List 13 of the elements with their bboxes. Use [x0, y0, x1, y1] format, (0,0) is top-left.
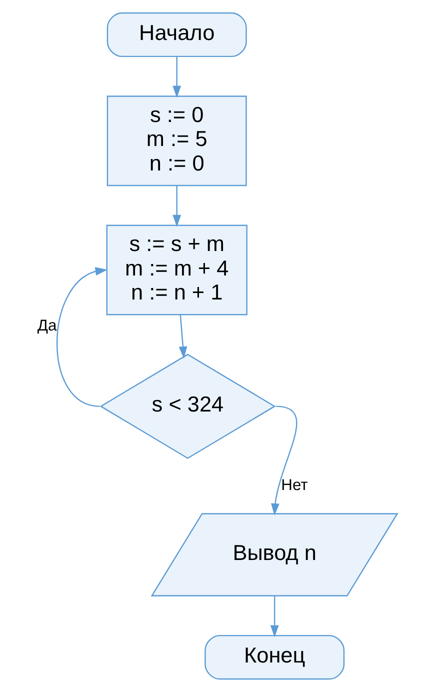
arrow [178, 314, 187, 359]
edge-label: Да [36, 318, 56, 335]
node-diamond: s < 324 [99, 354, 276, 459]
node-box: Начало [106, 12, 246, 58]
arrow [172, 56, 181, 98]
arrow [56, 267, 107, 407]
arrow [172, 186, 181, 227]
arrow [270, 596, 278, 638]
node-box: s := 0 m := 5 n := 0 [106, 96, 246, 186]
edge-label: Нет [280, 477, 308, 494]
node-box: s := s + m m := m + 4 n := n + 1 [106, 224, 247, 316]
node-box: Конец [204, 634, 344, 680]
arrow [270, 406, 297, 516]
